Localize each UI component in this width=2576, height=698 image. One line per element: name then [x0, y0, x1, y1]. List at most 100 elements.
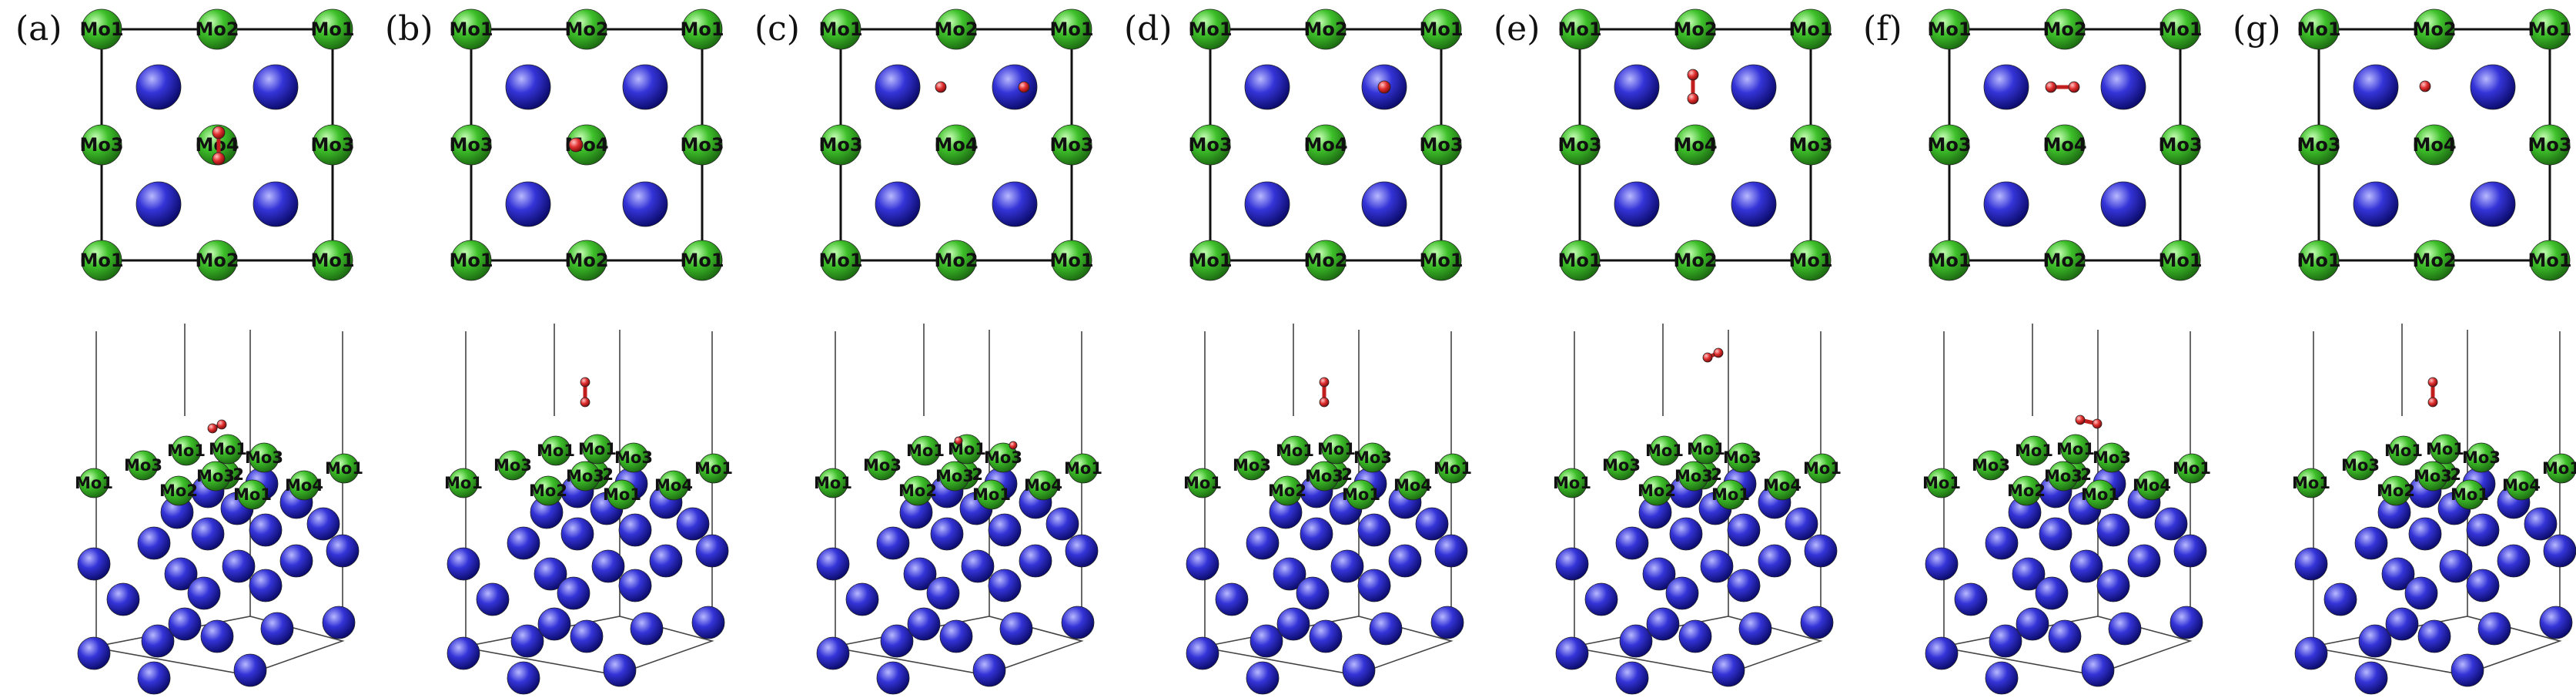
mo-atom: [2159, 8, 2201, 50]
substrate-atom: [1678, 619, 1712, 653]
substrate-atom: [2539, 606, 2573, 639]
mo-atom: [1715, 479, 1746, 510]
substrate-atom: [570, 619, 604, 653]
substrate-atom: [1615, 661, 1649, 695]
mo-atom: [1559, 8, 1601, 50]
substrate-atom: [961, 549, 995, 583]
mo-atom: [1674, 240, 1716, 281]
mo-atom: [1557, 468, 1587, 498]
mo-label: Mo4: [1024, 476, 1062, 495]
mo-atom: [81, 124, 122, 166]
mo-atom: [2298, 124, 2340, 166]
mo-label: Mo1: [444, 474, 483, 492]
substrate-atom: [695, 534, 729, 568]
mo-label: Mo2: [195, 250, 239, 271]
mo-label: Mo2: [2412, 18, 2456, 40]
mo-atom: [2380, 475, 2411, 506]
mo-atom: [1790, 124, 1832, 166]
substrate-atom: [1357, 569, 1391, 602]
oxygen-atom: [1018, 81, 1030, 93]
substrate-atom: [1954, 582, 1988, 616]
substrate-atom: [2108, 612, 2142, 646]
mo-label: Mo3: [1353, 448, 1392, 467]
mo-atom: [533, 475, 564, 506]
mo-label: Mo2: [1673, 250, 1717, 271]
mo-atom: [939, 461, 970, 492]
mo-label: Mo1: [1711, 485, 1750, 504]
mo-atom: [820, 124, 861, 166]
substrate-atom: [1989, 624, 2022, 658]
substrate-atom: [253, 181, 299, 227]
substrate-atom: [1758, 544, 1791, 578]
substrate-atom: [253, 64, 299, 110]
mo-label: Mo1: [1064, 459, 1102, 478]
mo-label: Mo1: [233, 485, 272, 504]
mo-atom: [1606, 450, 1637, 481]
mo-label: Mo1: [209, 440, 247, 458]
mo-atom: [1727, 442, 1758, 473]
substrate-atom: [2381, 557, 2415, 591]
substrate-atom: [77, 547, 111, 581]
substrate-atom: [1614, 64, 1660, 110]
substrate-atom: [1738, 612, 1772, 646]
oxygen-atom: [2427, 377, 2438, 388]
mo-label: Mo3: [1723, 448, 1761, 467]
mo-label: Mo2: [195, 18, 239, 40]
mo-atom: [289, 470, 319, 501]
mo-label: Mo3: [614, 448, 653, 467]
mo-atom: [818, 468, 848, 498]
substrate-atom: [1985, 526, 2019, 560]
mo-atom: [867, 450, 898, 481]
mo-label: Mo1: [1342, 485, 1380, 504]
substrate-atom: [875, 64, 921, 110]
oxygen-atom: [2045, 81, 2057, 93]
mo-label: Mo2: [1673, 18, 1717, 40]
mo-label: Mo1: [79, 18, 123, 40]
mo-label: Mo4: [654, 476, 693, 495]
mo-atom: [1187, 468, 1218, 498]
mo-atom: [566, 240, 607, 281]
substrate-atom: [2127, 544, 2161, 578]
mo-atom: [1790, 8, 1832, 50]
mo-atom: [2044, 240, 2086, 281]
substrate-atom: [2497, 544, 2531, 578]
mo-label: Mo3: [1557, 134, 1601, 156]
mo-label: Mo3: [1674, 467, 1713, 485]
substrate-atom: [2170, 606, 2203, 639]
mo-label: Mo1: [680, 250, 724, 271]
mo-label: Mo1: [2297, 250, 2340, 271]
substrate-atom: [1244, 181, 1290, 227]
mo-label: Mo1: [818, 250, 862, 271]
mo-label: Mo1: [1188, 18, 1232, 40]
mo-label: Mo1: [2056, 440, 2095, 458]
substrate-atom: [1615, 526, 1649, 560]
mo-label: Mo3: [245, 448, 283, 467]
mo-atom: [1420, 240, 1462, 281]
mo-label: Mo1: [1049, 250, 1093, 271]
mo-label: Mo3: [2341, 456, 2380, 475]
substrate-atom: [2069, 549, 2103, 583]
side-view: Mo1Mo3Mo1Mo2Mo3Mo4Mo1Mo2Mo3Mo1Mo1: [1553, 324, 1842, 695]
oxygen-atom: [1009, 441, 1018, 450]
substrate-atom: [1731, 181, 1777, 227]
mo-label: Mo3: [1927, 134, 1971, 156]
mo-label: Mo4: [1303, 134, 1347, 156]
substrate-atom: [510, 624, 544, 658]
mo-label: Mo3: [2158, 134, 2202, 156]
substrate-atom: [1330, 549, 1364, 583]
mo-atom: [935, 124, 977, 166]
substrate-atom: [200, 619, 234, 653]
substrate-atom: [903, 557, 937, 591]
mo-atom: [1767, 470, 1798, 501]
mo-atom: [2430, 434, 2461, 465]
mo-atom: [988, 442, 1019, 473]
mo-label: Mo3: [1233, 456, 1271, 475]
substrate-atom: [1250, 624, 1283, 658]
substrate-atom: [187, 576, 221, 610]
oxygen-atom: [1377, 80, 1391, 94]
